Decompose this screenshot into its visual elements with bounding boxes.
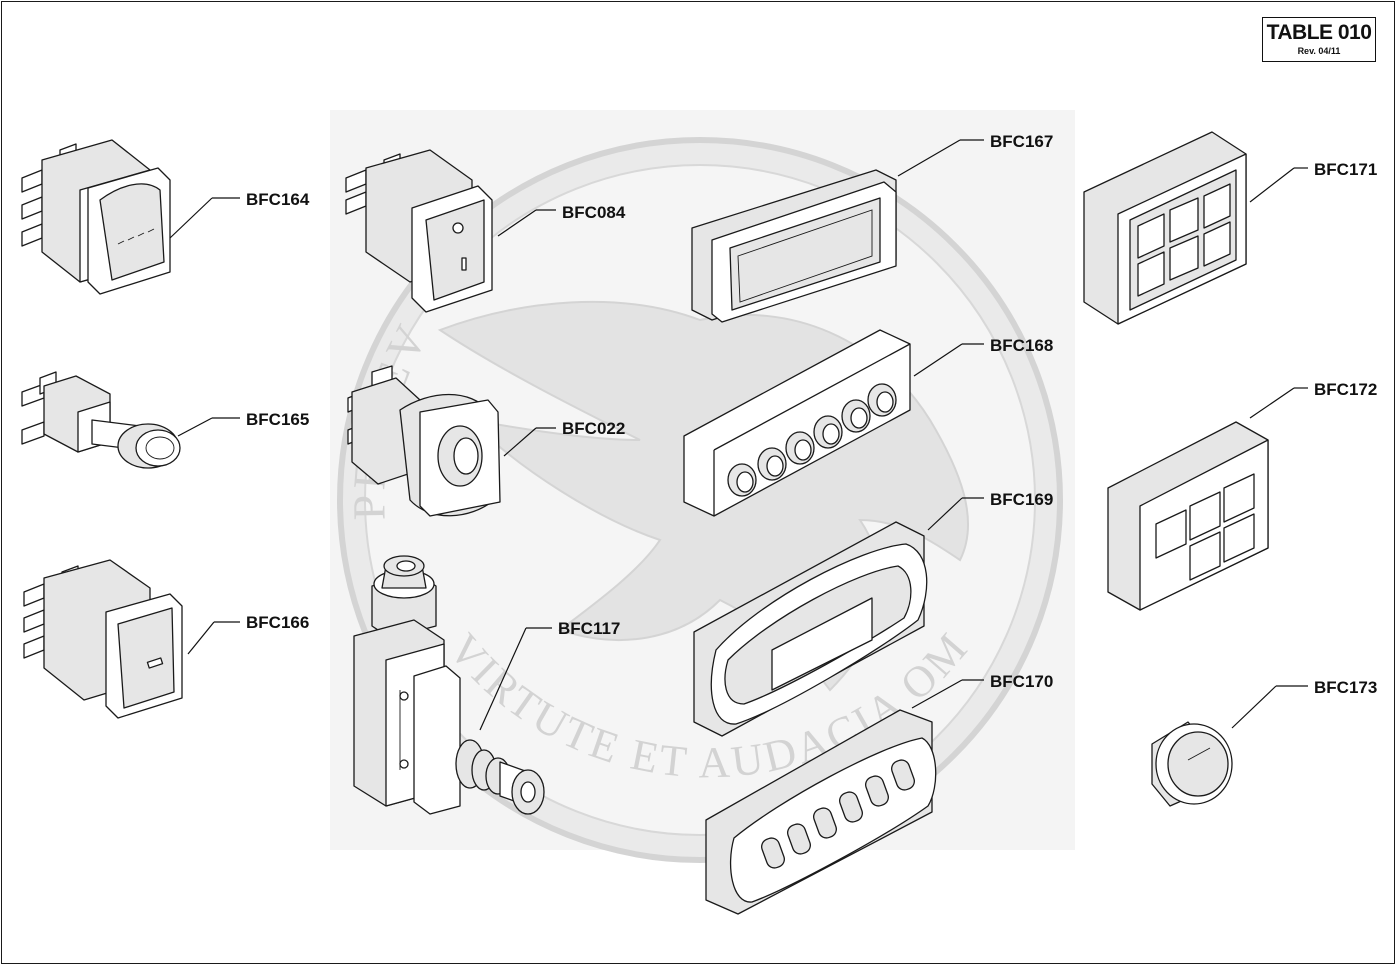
bfc170-keys xyxy=(761,759,915,869)
bfc173-cap xyxy=(1167,731,1229,797)
part-bfc172: BFC172 xyxy=(1107,380,1377,611)
bfc170-label: BFC170 xyxy=(990,672,1053,691)
part-bfc170: BFC170 xyxy=(705,672,1053,915)
bfc164-rocker xyxy=(99,183,165,281)
bfc166-rocker xyxy=(117,607,175,709)
bfc166-label: BFC166 xyxy=(246,613,309,632)
bfc166-indicator xyxy=(146,657,164,669)
bfc168-label: BFC168 xyxy=(990,336,1053,355)
table-title-block: TABLE 010 Rev. 04/11 xyxy=(1262,17,1376,62)
part-bfc166: BFC166 xyxy=(23,559,309,719)
bfc173-label: BFC173 xyxy=(1314,678,1377,697)
part-bfc117: BFC117 xyxy=(353,555,620,815)
bfc084-rocker xyxy=(425,199,485,301)
bfc167-window xyxy=(729,197,881,311)
bfc171-keys xyxy=(1137,183,1231,297)
part-bfc022: BFC022 xyxy=(347,365,625,517)
bfc167-label: BFC167 xyxy=(990,132,1053,151)
part-bfc169: BFC169 xyxy=(693,490,1053,737)
part-bfc164: BFC164 xyxy=(21,139,310,295)
bfc117-label: BFC117 xyxy=(558,619,620,638)
part-bfc165: BFC165 xyxy=(21,371,309,469)
bfc164-label: BFC164 xyxy=(246,190,310,209)
bfc172-keys xyxy=(1155,473,1255,581)
bfc022-label: BFC022 xyxy=(562,419,625,438)
bfc164-leader xyxy=(169,197,213,239)
bfc168-buttons xyxy=(727,383,897,497)
part-bfc171: BFC171 xyxy=(1083,131,1377,325)
bfc084-label: BFC084 xyxy=(562,203,626,222)
bfc165-cap xyxy=(135,429,181,467)
bfc171-label: BFC171 xyxy=(1314,160,1377,179)
bfc172-label: BFC172 xyxy=(1314,380,1377,399)
bfc165-label: BFC165 xyxy=(246,410,309,429)
bfc117-shaft xyxy=(455,739,545,815)
part-bfc167: BFC167 xyxy=(691,132,1053,323)
part-bfc084: BFC084 xyxy=(345,149,626,313)
bfc084-lamp xyxy=(452,222,464,234)
table-revision: Rev. 04/11 xyxy=(1297,46,1341,56)
bfc084-indicator xyxy=(461,257,467,271)
bfc169-label: BFC169 xyxy=(990,490,1053,509)
part-bfc168: BFC168 xyxy=(683,329,1053,517)
part-bfc173: BFC173 xyxy=(1151,678,1377,807)
table-title: TABLE 010 xyxy=(1266,21,1372,44)
bfc169-window xyxy=(771,597,873,691)
